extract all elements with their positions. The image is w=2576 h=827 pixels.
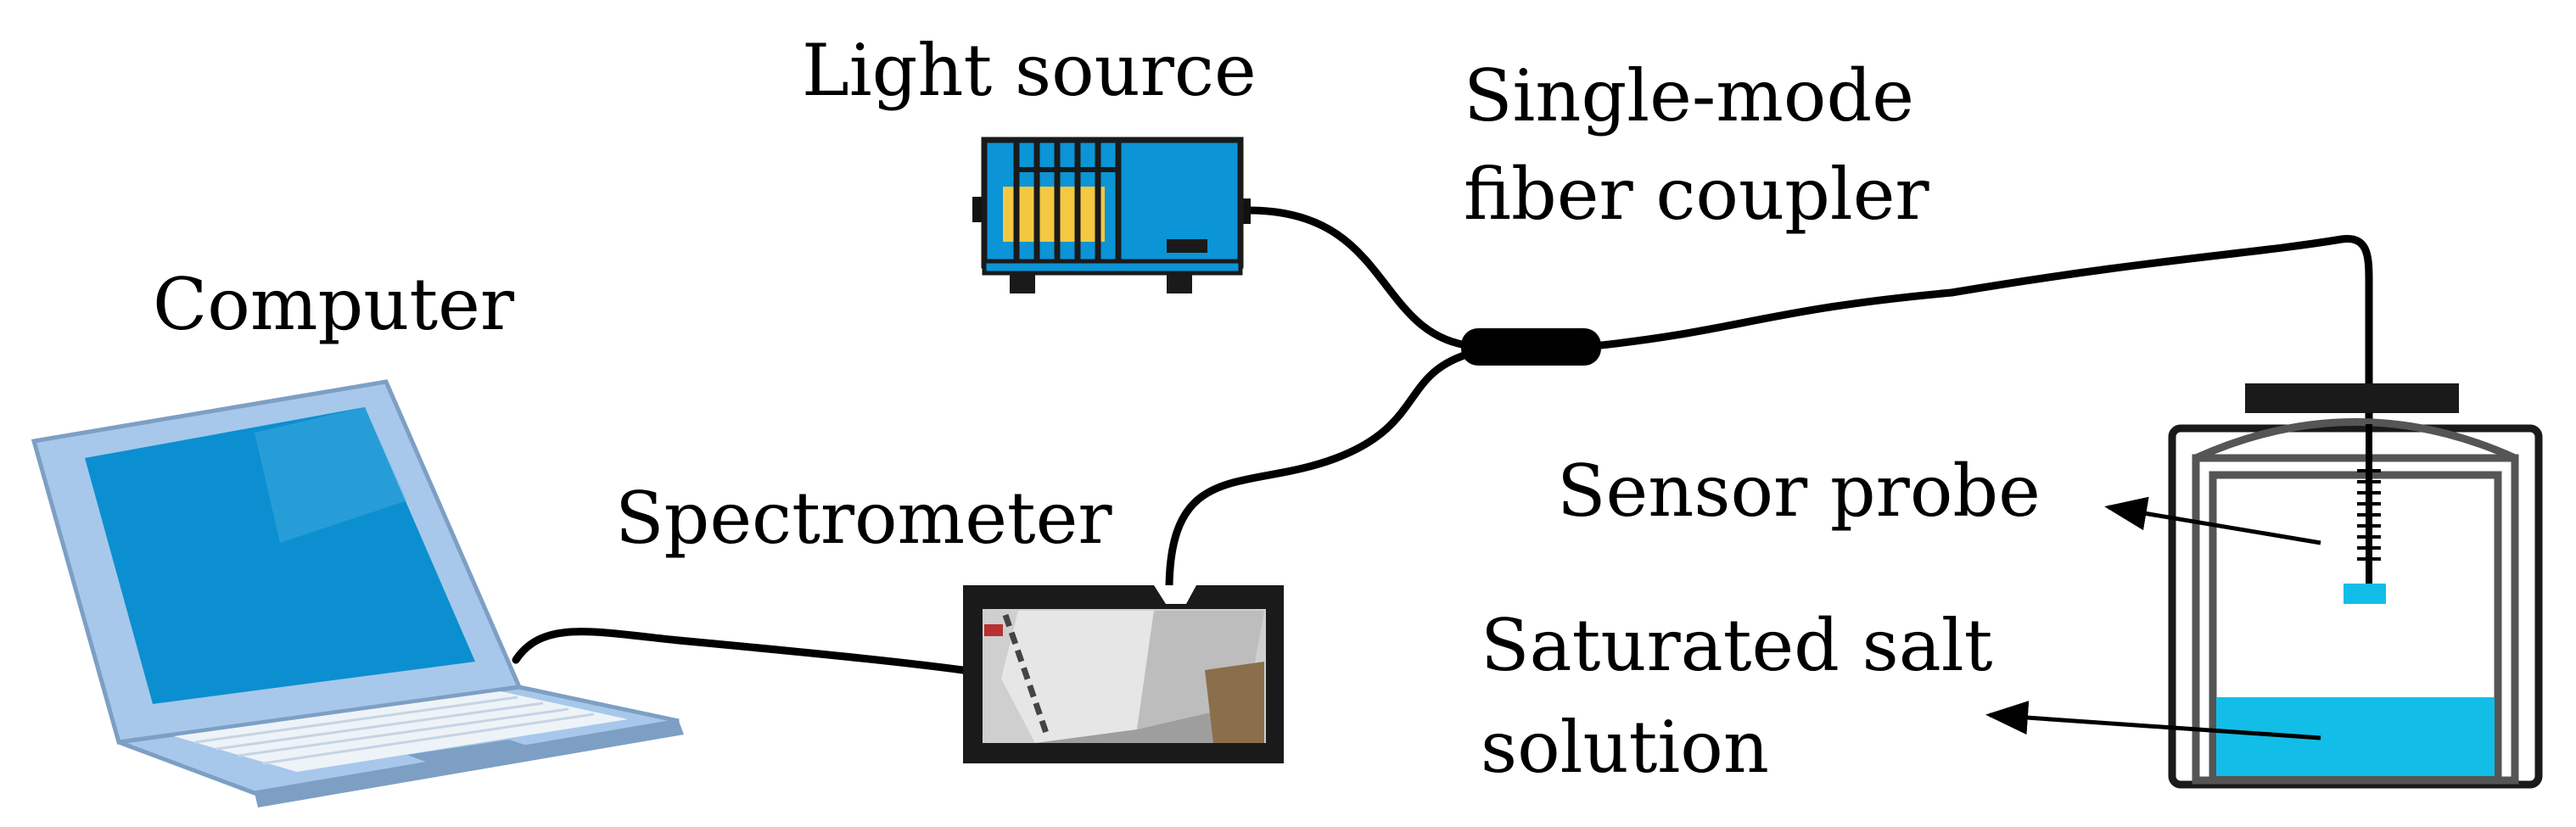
fiber-spectrometer-to-coupler — [1165, 349, 1476, 591]
fiber-coupler-to-probe — [1589, 235, 2373, 433]
label-light-source: Light source — [802, 29, 1257, 112]
light-source-device — [972, 137, 1251, 293]
cable-computer-to-spectrometer — [512, 628, 967, 674]
arrow-sensor-probe — [2104, 496, 2321, 545]
saturated-salt-solution — [2216, 697, 2495, 776]
label-computer: Computer — [153, 263, 515, 346]
fiber-coupler — [1461, 328, 1601, 366]
arrow-salt-solution — [1985, 701, 2321, 740]
label-coupler-line2: fiber coupler — [1464, 153, 1929, 236]
label-salt-line2: solution — [1481, 706, 1769, 789]
fiber-cables — [512, 206, 2373, 674]
sealed-container — [2168, 383, 2543, 789]
label-coupler-line1: Single-mode — [1464, 54, 1914, 137]
fiber-light-source-to-coupler — [1245, 206, 1476, 350]
laptop-computer — [31, 379, 684, 807]
label-salt-line1: Saturated salt — [1481, 604, 1993, 687]
sensor-probe — [2344, 424, 2386, 604]
label-spectrometer: Spectrometer — [615, 477, 1112, 560]
spectrometer-device — [963, 585, 1284, 763]
label-sensor-probe: Sensor probe — [1557, 450, 2041, 533]
